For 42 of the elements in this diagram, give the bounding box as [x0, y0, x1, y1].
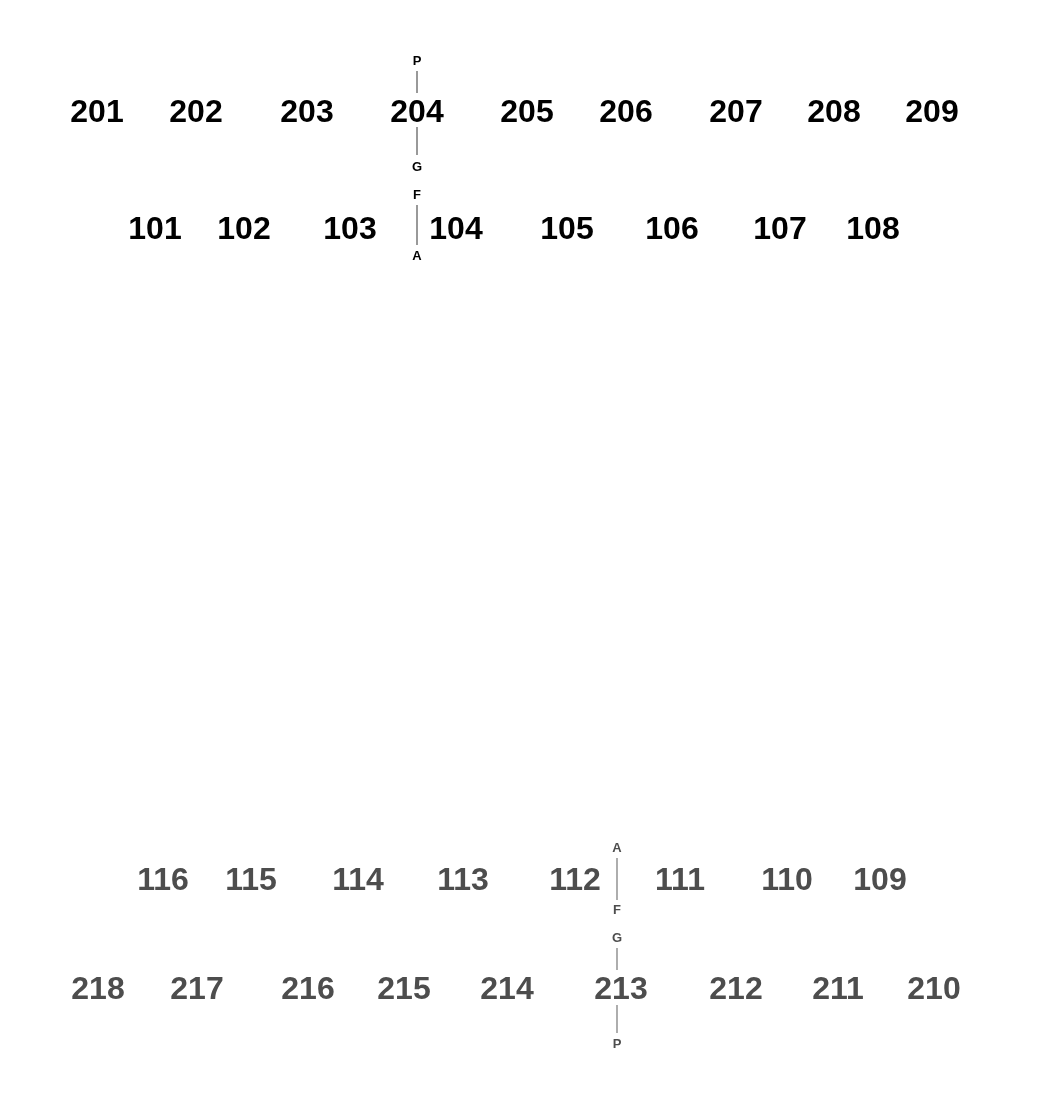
position-number: 104 — [429, 212, 483, 244]
position-number: 111 — [655, 863, 705, 895]
position-number: 103 — [323, 212, 377, 244]
position-number: 212 — [709, 972, 763, 1004]
direction-letter: P — [412, 53, 422, 67]
position-number: 218 — [71, 972, 125, 1004]
direction-letter: G — [611, 930, 623, 944]
position-number: 116 — [137, 863, 189, 895]
position-number: 203 — [280, 95, 334, 127]
position-number: 201 — [70, 95, 124, 127]
position-number: 214 — [480, 972, 534, 1004]
position-number: 211 — [812, 972, 864, 1004]
position-number: 209 — [905, 95, 959, 127]
direction-letter: F — [413, 187, 421, 201]
position-number: 105 — [540, 212, 594, 244]
position-number: 210 — [907, 972, 961, 1004]
position-number: 213 — [594, 972, 648, 1004]
position-number: 109 — [853, 863, 907, 895]
position-number: 114 — [332, 863, 384, 895]
position-number: 217 — [170, 972, 224, 1004]
position-number: 207 — [709, 95, 763, 127]
position-number: 107 — [753, 212, 807, 244]
position-number: 102 — [217, 212, 271, 244]
direction-letter: A — [412, 248, 422, 262]
position-number: 205 — [500, 95, 554, 127]
direction-letter: A — [612, 840, 622, 854]
position-number: 215 — [377, 972, 431, 1004]
direction-letter: F — [613, 902, 621, 916]
position-number: 216 — [281, 972, 335, 1004]
position-number: 208 — [807, 95, 861, 127]
position-number: 106 — [645, 212, 699, 244]
position-number: 202 — [169, 95, 223, 127]
position-number: 110 — [761, 863, 813, 895]
position-number: 112 — [549, 863, 601, 895]
position-number: 101 — [128, 212, 182, 244]
position-number: 204 — [390, 95, 444, 127]
position-number: 108 — [846, 212, 900, 244]
position-number: 206 — [599, 95, 653, 127]
direction-letter: P — [612, 1036, 622, 1050]
position-number: 113 — [437, 863, 489, 895]
direction-letter: G — [411, 159, 423, 173]
position-number: 115 — [225, 863, 277, 895]
